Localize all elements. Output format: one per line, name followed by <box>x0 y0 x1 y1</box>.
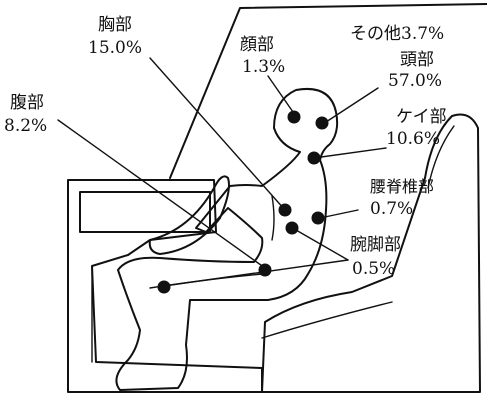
label-head-value: 57.0% <box>388 71 442 91</box>
label-abdomen-name: 腹部 <box>10 93 44 113</box>
dot-lumbar <box>312 212 325 225</box>
leader-chest <box>150 58 285 210</box>
label-limbs-name: 腕脚部 <box>350 235 401 255</box>
label-head: 頭部 57.0% <box>388 50 442 91</box>
dot-limbs <box>158 281 171 294</box>
dot-head <box>316 117 329 130</box>
label-lumbar: 腰脊椎部 0.7% <box>370 177 434 219</box>
label-neck: ケイ部 10.6% <box>386 107 447 149</box>
leader-abdomen <box>58 120 265 268</box>
leader-limbs-2 <box>164 260 348 286</box>
dot-abdomen <box>259 264 272 277</box>
label-lumbar-name: 腰脊椎部 <box>370 177 434 196</box>
label-face: 顔部 1.3% <box>240 35 285 77</box>
label-chest: 胸部 15.0% <box>88 15 142 58</box>
dot-chest-2 <box>286 222 299 235</box>
label-neck-value: 10.6% <box>386 129 440 149</box>
label-chest-value: 15.0% <box>88 38 142 58</box>
dot-neck <box>308 152 321 165</box>
label-abdomen: 腹部 8.2% <box>4 93 47 136</box>
leader-lines <box>58 58 386 286</box>
label-neck-name: ケイ部 <box>396 107 447 127</box>
label-head-name: 頭部 <box>400 50 434 70</box>
label-face-name: 顔部 <box>240 35 274 55</box>
steering-wheel <box>150 176 229 254</box>
label-face-value: 1.3% <box>242 57 285 77</box>
dot-face <box>288 111 301 124</box>
label-limbs: 腕脚部 0.5% <box>350 235 401 279</box>
label-chest-name: 胸部 <box>98 15 132 35</box>
dot-chest <box>279 204 292 217</box>
label-lumbar-value: 0.7% <box>370 199 413 219</box>
label-other: その他3.7% <box>350 24 444 44</box>
label-limbs-value: 0.5% <box>352 259 395 279</box>
label-abdomen-value: 8.2% <box>4 116 47 136</box>
